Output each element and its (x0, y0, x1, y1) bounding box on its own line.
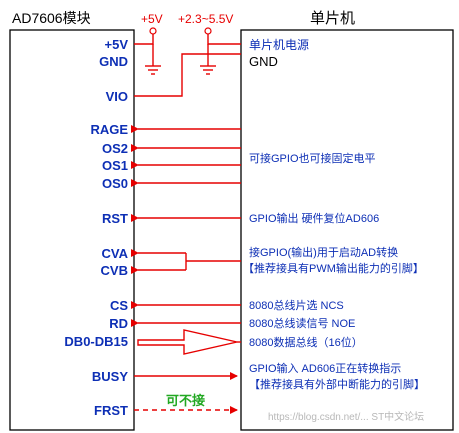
ground-symbols (145, 65, 216, 75)
pin-cs: CS (110, 298, 128, 313)
pin-os2: OS2 (102, 141, 128, 156)
supply-vio-label: +2.3~5.5V (178, 12, 233, 26)
pin-os1: OS1 (102, 158, 128, 173)
pin-5v: +5V (105, 37, 129, 52)
note-rst: GPIO输出 硬件复位AD606 (249, 211, 379, 225)
note-busy-line2: 【推荐接具有外部中断能力的引脚】 (249, 377, 425, 391)
pin-range: RAGE (90, 122, 128, 137)
signal-arrows (131, 125, 241, 327)
supply-5v-terminal (149, 27, 157, 35)
pin-vio: VIO (106, 89, 128, 104)
pin-os0: OS0 (102, 176, 128, 191)
pin-gnd: GND (99, 54, 128, 69)
note-db: 8080数据总线（16位） (249, 335, 363, 349)
pin-cva: CVA (102, 246, 129, 261)
pin-db: DB0-DB15 (64, 334, 128, 349)
power-wiring (134, 34, 241, 97)
supply-5v-label: +5V (141, 12, 163, 26)
pin-cvb: CVB (101, 263, 128, 278)
supply-vio-terminal (204, 27, 212, 35)
data-bus-arrow (137, 329, 238, 355)
note-cs: 8080总线片选 NCS (249, 298, 344, 312)
pin-busy: BUSY (92, 369, 128, 384)
mcu-title: 单片机 (310, 10, 355, 27)
note-cv-line2: 【推荐接具有PWM输出能力的引脚】 (243, 261, 424, 275)
ad7606-block (9, 29, 135, 431)
note-os: 可接GPIO也可接固定电平 (249, 151, 376, 165)
mcu-power-label: 单片机电源 (249, 38, 309, 52)
mcu-gnd-label: GND (249, 54, 278, 69)
watermark: https://blog.csdn.net/... ST中文论坛 (268, 410, 424, 423)
frst-optional-label: 可不接 (166, 393, 205, 408)
cv-junction (185, 253, 241, 270)
note-rd: 8080总线读信号 NOE (249, 316, 355, 330)
pin-rst: RST (102, 211, 128, 226)
ad7606-title: AD7606模块 (12, 10, 91, 26)
note-cv-line1: 接GPIO(输出)用于启动AD转换 (249, 245, 398, 259)
pin-rd: RD (109, 316, 128, 331)
pin-frst: FRST (94, 403, 128, 418)
note-busy-line1: GPIO输入 AD606正在转换指示 (249, 361, 401, 375)
mcu-block (240, 29, 454, 431)
